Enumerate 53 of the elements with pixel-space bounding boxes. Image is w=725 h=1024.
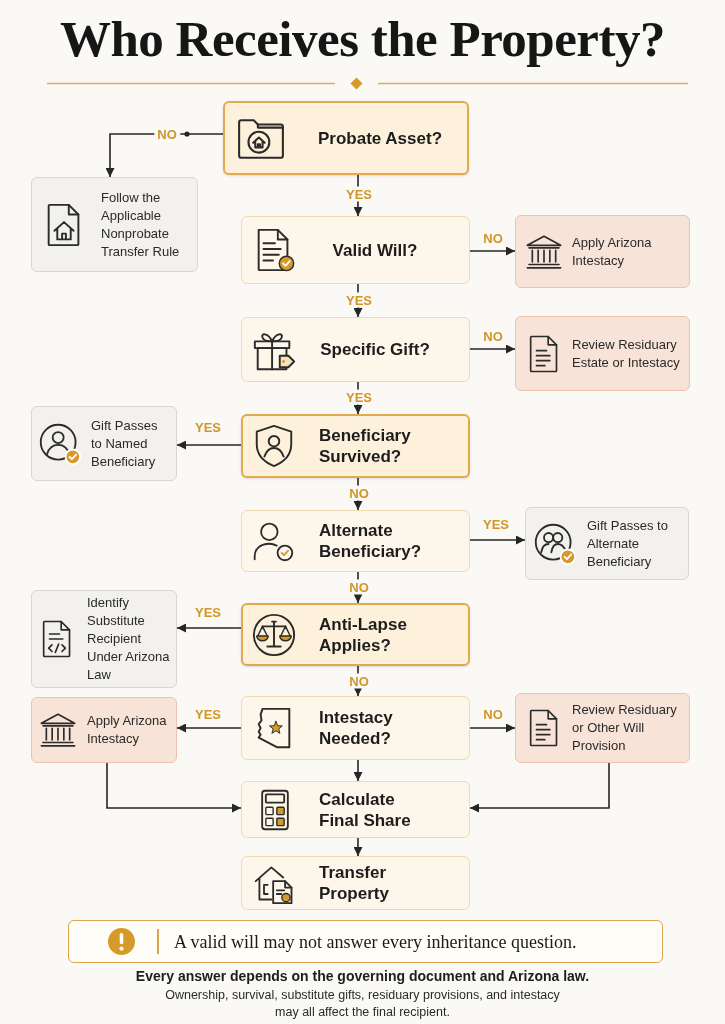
box-label: A valid will may not answer every inheritance question. (174, 930, 577, 953)
arrow (469, 762, 610, 813)
box-label: Calculate Final Share (319, 788, 412, 831)
decision-box (241, 317, 470, 382)
arrow (353, 759, 363, 782)
outcome-box (31, 177, 198, 272)
box-label: Apply Arizona Intestacy (572, 233, 653, 270)
outcome-box (31, 590, 177, 688)
title: Who Receives the Property? (60, 10, 665, 68)
box-label: Probate Asset? (317, 127, 443, 149)
edge-label: YES (343, 292, 375, 308)
box-label: Intestacy Needed? (319, 707, 394, 749)
box-label: Alternate Beneficiary? (319, 520, 423, 562)
decision-box (241, 414, 470, 478)
arrow (176, 623, 242, 633)
arrow (106, 762, 242, 813)
footnote-heading: Every answer depends on the governing document and Arizona law. (135, 967, 590, 985)
arrow (469, 723, 516, 733)
arrow (469, 246, 516, 256)
outcome-box (515, 693, 690, 763)
outcome-box (525, 507, 689, 580)
decision-box (241, 781, 470, 838)
decision-box (241, 856, 470, 910)
outcome-box (515, 316, 690, 391)
decision-box (223, 101, 469, 175)
box-label: Follow the Applicable Nonprobate Transfer Rule (101, 188, 181, 261)
arrow (176, 440, 242, 450)
decision-box (241, 510, 470, 572)
arrow (469, 535, 526, 545)
outcome-box (515, 215, 690, 288)
outcome-box (31, 406, 177, 481)
box-label: Gift Passes to Named Beneficiary (91, 416, 159, 471)
box-label: Gift Passes to Alternate Beneficiary (587, 516, 669, 571)
decision-box (241, 603, 470, 666)
arrow (176, 723, 242, 733)
box-label: Apply Arizona Intestacy (87, 712, 168, 748)
box-label: Valid Will? (332, 239, 418, 261)
decision-box (241, 216, 470, 284)
arrow (469, 344, 516, 354)
arrow (353, 837, 363, 857)
box-label: Review Residuary Estate or Intestacy (572, 335, 681, 372)
box-label: Beneficiary Survived? (319, 425, 412, 467)
edge-label: YES (343, 186, 375, 202)
box-label: Specific Gift? (320, 339, 430, 360)
decision-box (241, 696, 470, 760)
edge-label: YES (343, 389, 375, 405)
box-label: Review Residuary or Other Will Provision (572, 701, 678, 755)
note-banner (68, 920, 663, 963)
footnote: Ownership, survival, substitute gifts, residuary provisions, and intestacy may all affect the final recipient. (164, 987, 561, 1021)
box-label: Identify Substitute Recipient Under Arizona Law (87, 594, 171, 684)
box-label: Transfer Property (319, 862, 390, 904)
outcome-box (31, 697, 177, 763)
box-label: Anti-Lapse Applies? (319, 613, 408, 656)
